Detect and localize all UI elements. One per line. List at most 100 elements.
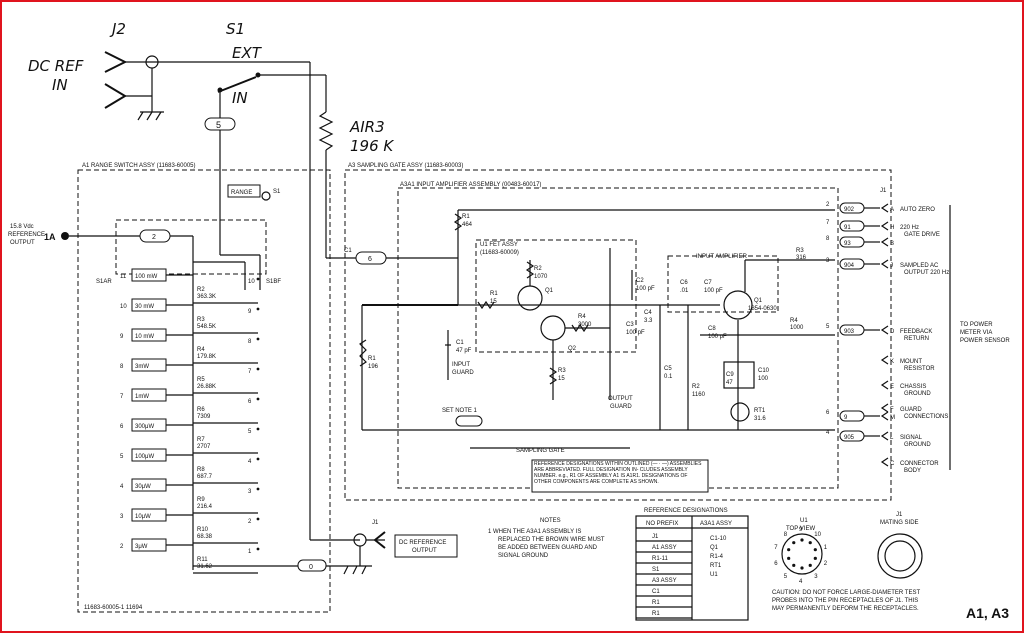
j1-wire-number: 2 [826, 202, 830, 208]
refdes-row-right: Q1 [710, 545, 719, 551]
range-pos-left: 2 [120, 544, 124, 550]
s1-wire-label: 5 [216, 120, 221, 130]
range-resistor-ref: R2 [197, 287, 205, 293]
u1-pin-number: 10 [814, 532, 821, 538]
rt1-label: RT1 [754, 408, 766, 414]
amplifier-circuit: R1 196 R1 464 R1 15 C1 47 pF INPUT GUARD… [359, 209, 835, 454]
range-pos-right: 4 [248, 459, 252, 465]
note-line-4: SIGNAL GROUND [498, 553, 549, 559]
a3-assembly-outline [344, 169, 892, 501]
refdes-row-left: R1 [652, 600, 660, 606]
j1-pin-label: AUTO ZERO [900, 207, 935, 213]
ref-output-pin: 1A [44, 232, 56, 242]
q1b-label: Q1 [754, 298, 763, 304]
j1-wire-label: 903 [844, 329, 855, 335]
ref-output-2: REFERENCE [8, 232, 45, 238]
refdes-row-right: RT1 [710, 563, 722, 569]
c10-label: C10 [758, 368, 770, 374]
j1-pin-label-2: RETURN [904, 336, 929, 342]
q2-label: Q2 [568, 346, 577, 352]
range-resistor-value: 216.4 [197, 504, 213, 510]
u1-pin-number: 7 [774, 545, 778, 551]
u1-pin [800, 538, 804, 542]
set-note-label: SET NOTE 1 [442, 408, 478, 414]
j1-wire-label: 93 [844, 241, 851, 247]
range-resistor-ref: R6 [197, 407, 205, 413]
range-pos-right: 7 [248, 369, 252, 375]
range-pos-right: 6 [248, 399, 252, 405]
r1a-value: 464 [462, 222, 473, 228]
range-s1-label: S1 [273, 189, 281, 195]
j1-pin-label-2: CONNECTIONS [904, 414, 948, 420]
r1c-value: 15 [490, 299, 497, 305]
j1-pin-label: SAMPLED AC [900, 263, 939, 269]
r1c-label: R1 [490, 291, 498, 297]
u1-pin [813, 548, 817, 552]
c9-label: C9 [726, 372, 734, 378]
output-guard-1: OUTPUT [608, 396, 633, 402]
refdes-col1: NO PREFIX [646, 521, 678, 527]
j1-wire-label: 905 [844, 435, 855, 441]
refdes-row-right: C1-10 [710, 536, 727, 542]
note-line-1: 1 WHEN THE A3A1 ASSEMBLY IS [488, 529, 581, 535]
r2b-value: 1160 [692, 392, 706, 398]
c1-label: C1 [456, 340, 464, 346]
j1-pin-letter: K [890, 359, 894, 365]
q1b-value: 1854-0630 [748, 306, 777, 312]
j1-wire-number: 7 [826, 220, 830, 226]
to-power-2: METER VIA [960, 330, 992, 336]
dc-ref-in-label: IN [52, 76, 68, 94]
r3-value: 15 [558, 376, 565, 382]
j1-wire-number: 5 [826, 324, 830, 330]
u1-pin-number: 9 [799, 527, 803, 533]
refdes-row-right: U1 [710, 572, 718, 578]
j1-label: J1 [880, 188, 887, 194]
dc-ref-out-2: OUTPUT [412, 548, 437, 554]
range-position-label: 100 mW [135, 274, 158, 280]
ref-output-1: 15.8 Vdc [10, 224, 34, 230]
c3-label: C3 [626, 322, 634, 328]
caution-line-2: PROBES INTO THE PIN RECEPTACLES OF J1. T… [772, 598, 918, 604]
refdes-row-left: R1 [652, 611, 660, 617]
a3a1-assembly-outline [397, 187, 839, 489]
j1-pin-label: GUARD [900, 407, 922, 413]
u1-pin [792, 541, 796, 545]
r1b-label: R1 [368, 356, 376, 362]
range-position-label: 3μW [135, 544, 148, 550]
range-resistor-value: 687.7 [197, 474, 213, 480]
range-resistor-ref: R8 [197, 467, 205, 473]
input-guard-1: INPUT [452, 362, 470, 368]
dc-ref-out-1: DC REFERENCE [399, 540, 446, 546]
r4b-label: R4 [790, 318, 798, 324]
note-line-3: BE ADDED BETWEEN GUARD AND [498, 545, 598, 551]
u1-pin-number: 5 [784, 574, 788, 580]
refdes-title: REFERENCE DESIGNATIONS [644, 508, 728, 514]
c1-value: 47 pF [456, 348, 472, 354]
j1-pin-label-2: GATE DRIVE [904, 232, 940, 238]
j1-pin-letter: J [890, 263, 893, 269]
j1-wire-number: 3 [826, 258, 830, 264]
range-resistor-value: 2707 [197, 444, 211, 450]
r1a-label: R1 [462, 214, 470, 220]
j1-pin-label: MOUNT [900, 359, 922, 365]
j1-pin-letter: B [890, 241, 894, 247]
c3-value: 100 pF [626, 330, 645, 336]
range-label-box [227, 184, 261, 198]
wire-0-label: 0 [309, 564, 313, 571]
range-resistor-ref: R5 [197, 377, 205, 383]
a1-part-number: 11683-60005-1 11694 [84, 605, 143, 611]
j1-pin-label: SIGNAL [900, 435, 923, 441]
u1-pin [792, 563, 796, 567]
s1bf-label: S1BF [266, 279, 281, 285]
ref-des-note: REFERENCE DESIGNATIONS WITHIN OUTLINED (… [534, 461, 702, 485]
range-resistor-ref: R4 [197, 347, 205, 353]
range-resistor-ref: R10 [197, 527, 209, 533]
c6-label: C6 [680, 280, 688, 286]
range-pos-right: 5 [248, 429, 252, 435]
j1-pin-label: CHASSIS [900, 384, 926, 390]
r2b-label: R2 [692, 384, 700, 390]
j1-pin-label: FEEDBACK [900, 329, 932, 335]
